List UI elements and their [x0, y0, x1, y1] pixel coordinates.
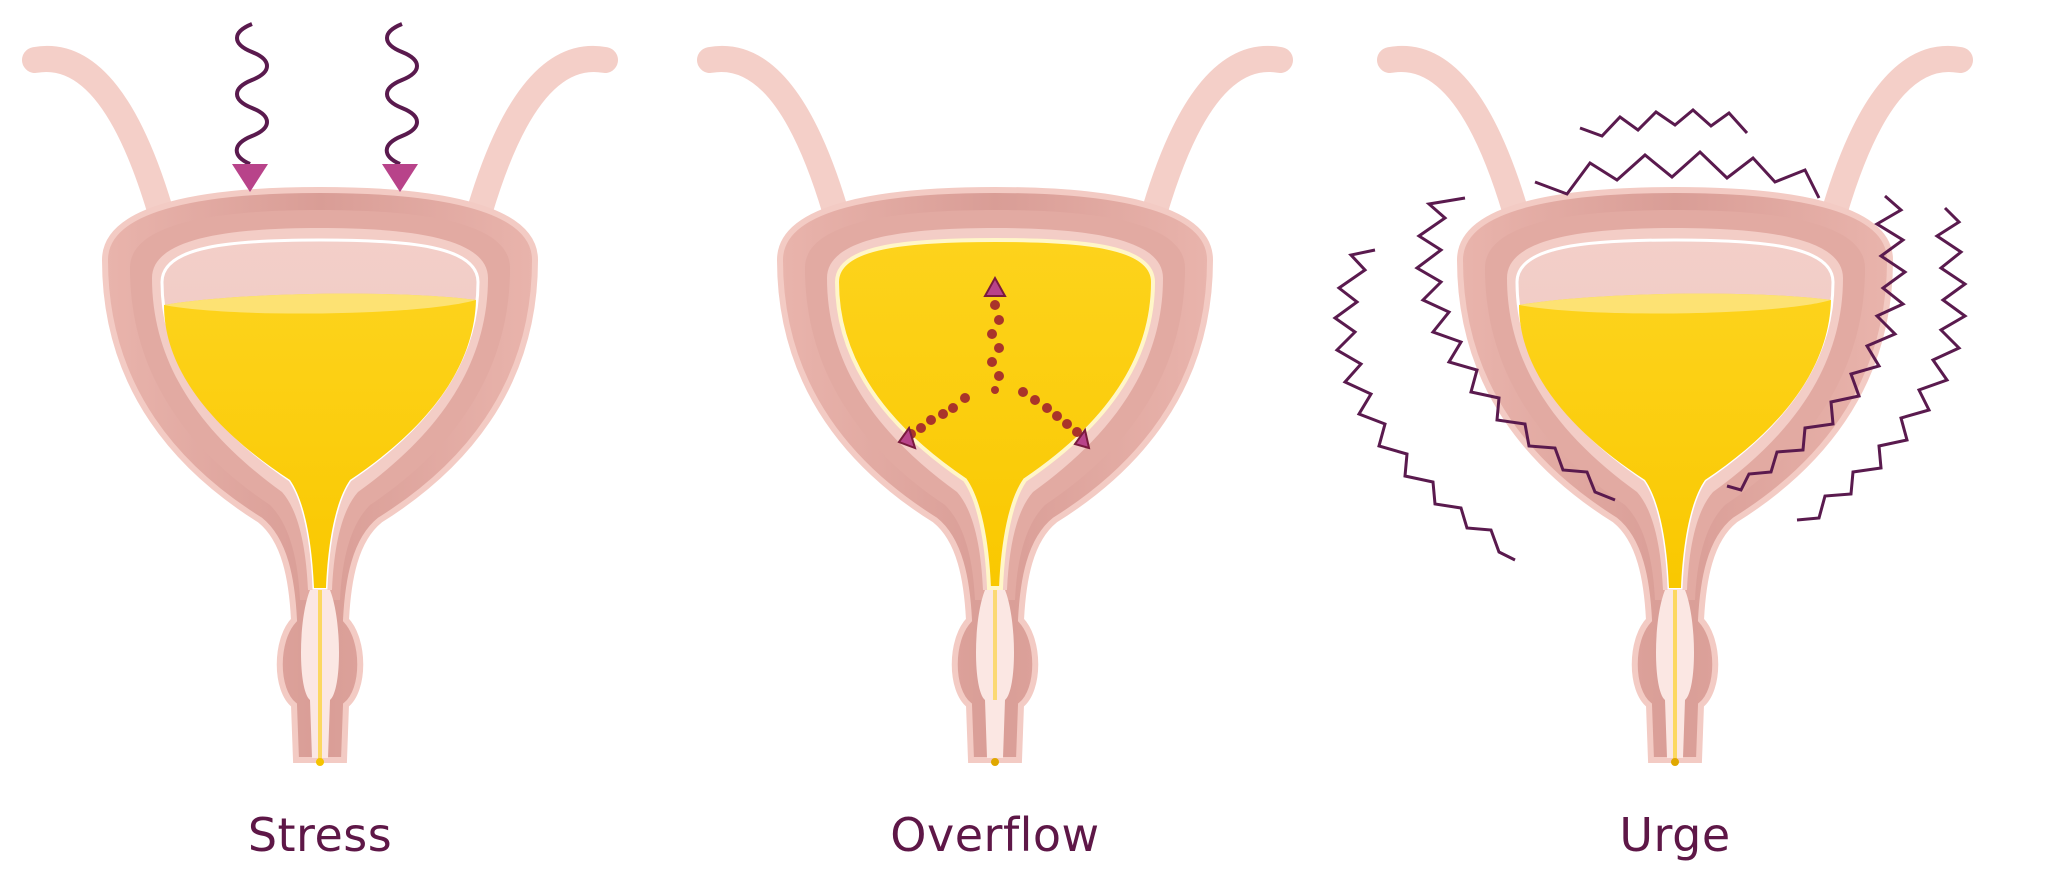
outward-pressure-arrow-up	[983, 275, 1007, 394]
spasm-waves-right	[1726, 194, 1968, 522]
panel-urge	[1332, 59, 1968, 766]
pressure-arrow-left	[232, 22, 269, 192]
panel-overflow	[710, 59, 1280, 766]
spasm-waves-top	[1534, 108, 1821, 199]
label-overflow: Overflow	[890, 808, 1100, 862]
spasm-waves-left	[1332, 196, 1616, 562]
leak-drop	[1671, 758, 1679, 766]
urine-partial	[160, 238, 480, 762]
outward-pressure-arrow-left	[897, 393, 970, 450]
pressure-arrow-right	[382, 22, 419, 192]
outward-pressure-arrow-right	[1018, 387, 1091, 450]
urine-partial	[1515, 238, 1835, 762]
leak-drop	[316, 758, 324, 766]
leak-drop	[991, 758, 999, 766]
label-urge: Urge	[1619, 808, 1731, 862]
label-stress: Stress	[247, 808, 393, 862]
panel-stress	[35, 22, 605, 766]
